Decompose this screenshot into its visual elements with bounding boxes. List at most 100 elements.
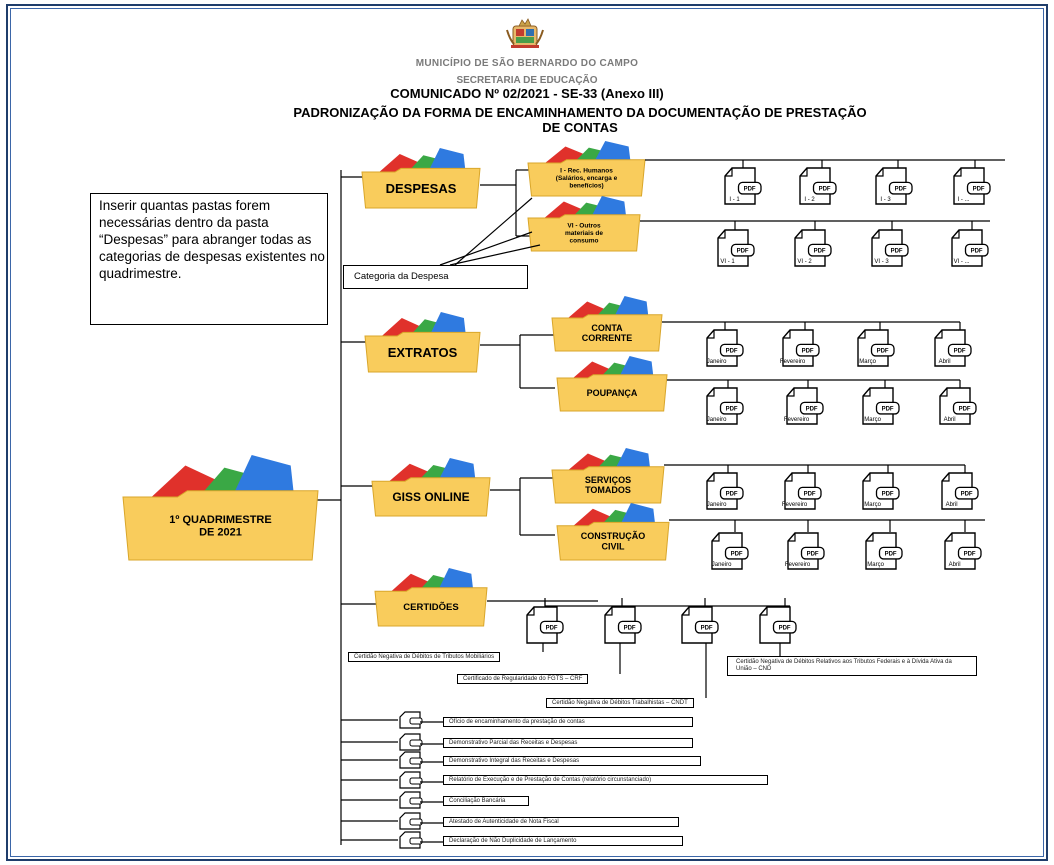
file-label: Março: [867, 562, 884, 568]
file-label: Abril: [946, 502, 958, 508]
folder-label: POUPANÇA: [587, 388, 638, 398]
certificate-label-3: Certidão Negativa de Débitos Trabalhista…: [546, 698, 694, 708]
pdf-badge-text: PDF: [961, 491, 973, 497]
folder-extratos[interactable]: EXTRATOS: [364, 312, 481, 373]
instruction-note: Inserir quantas pastas forem necessárias…: [90, 193, 328, 325]
file-label: I - 1: [729, 197, 740, 203]
file-label: Março: [864, 417, 881, 423]
pdf-badge-text: PDF: [802, 348, 814, 354]
pdf-badge: [797, 486, 822, 500]
page-title: PADRONIZAÇÃO DA FORMA DE ENCAMINHAMENTO …: [180, 105, 980, 135]
pdf-badge: [954, 486, 979, 500]
folder-label: CONTA: [591, 323, 623, 333]
header-municipality: MUNICÍPIO DE SÃO BERNARDO DO CAMPO: [415, 58, 639, 69]
page-corner: [605, 607, 613, 616]
document-icon-2[interactable]: [399, 733, 423, 751]
file-label: I - ...: [958, 197, 970, 203]
document-icon-6[interactable]: [399, 812, 423, 830]
category-arrow: [449, 244, 541, 266]
pdf-badge-text: PDF: [877, 348, 889, 354]
pdf-badge: [409, 837, 423, 845]
pdf-badge: [888, 181, 913, 195]
document-icon-1[interactable]: [399, 711, 423, 729]
pdf-badge: [409, 739, 423, 747]
folder-certidoes[interactable]: CERTIDÕES: [374, 568, 488, 627]
folder-label: benefícios): [569, 183, 603, 190]
page-corner: [788, 533, 796, 542]
paper-blue: [612, 296, 649, 321]
folder-label: 1º QUADRIMESTRE: [169, 514, 271, 526]
folder-label: TOMADOS: [585, 485, 631, 495]
document-icon-7[interactable]: [399, 831, 423, 849]
document-icon-5[interactable]: [399, 791, 423, 809]
file-label: Abril: [944, 417, 956, 423]
file-label: VI - 2: [797, 259, 812, 265]
page-frame: [6, 4, 1048, 861]
pdf-badge: [719, 401, 744, 415]
document-icon-4[interactable]: [399, 771, 423, 789]
pdf-badge: [952, 401, 977, 415]
page-corner: [940, 388, 948, 397]
folder-icon: [551, 314, 663, 352]
file-label: Abril: [939, 359, 951, 365]
document-label-6: Atestado de Autenticidade de Nota Fiscal: [443, 817, 679, 827]
pdf-file-certidao-1[interactable]: PDF: [526, 606, 564, 644]
pdf-badge-text: PDF: [882, 406, 894, 412]
pdf-badge-text: PDF: [731, 551, 743, 557]
folder-label: materiais de: [565, 230, 603, 237]
pdf-badge: [966, 181, 991, 195]
pdf-file-certidao-2[interactable]: PDF: [604, 606, 642, 644]
paper-blue: [617, 356, 654, 381]
category-arrow: [454, 197, 533, 266]
pdf-file-certidao-3[interactable]: PDF: [681, 606, 719, 644]
folder-despesas[interactable]: DESPESAS: [361, 148, 481, 209]
pdf-file-certidao-4[interactable]: PDF: [759, 606, 797, 644]
page-corner: [718, 230, 726, 239]
folder-giss-online[interactable]: GISS ONLINE: [371, 458, 491, 517]
pdf-badge: [617, 620, 642, 634]
page-corner: [866, 533, 874, 542]
page-corner: [712, 533, 720, 542]
pdf-badge: [799, 401, 824, 415]
file-label: Abril: [949, 562, 961, 568]
folder-poupanca[interactable]: POUPANÇA: [556, 356, 668, 412]
folder-rec-humanos[interactable]: I - Rec. Humanos(Salários, encarga ebene…: [527, 141, 646, 197]
paper-blue: [436, 458, 476, 484]
page-corner: [863, 473, 871, 482]
document-icon-3[interactable]: [399, 751, 423, 769]
file-label: I - 3: [880, 197, 891, 203]
pdf-badge: [409, 818, 423, 826]
folder-label: VI - Outros: [567, 223, 601, 230]
pdf-badge: [875, 486, 900, 500]
